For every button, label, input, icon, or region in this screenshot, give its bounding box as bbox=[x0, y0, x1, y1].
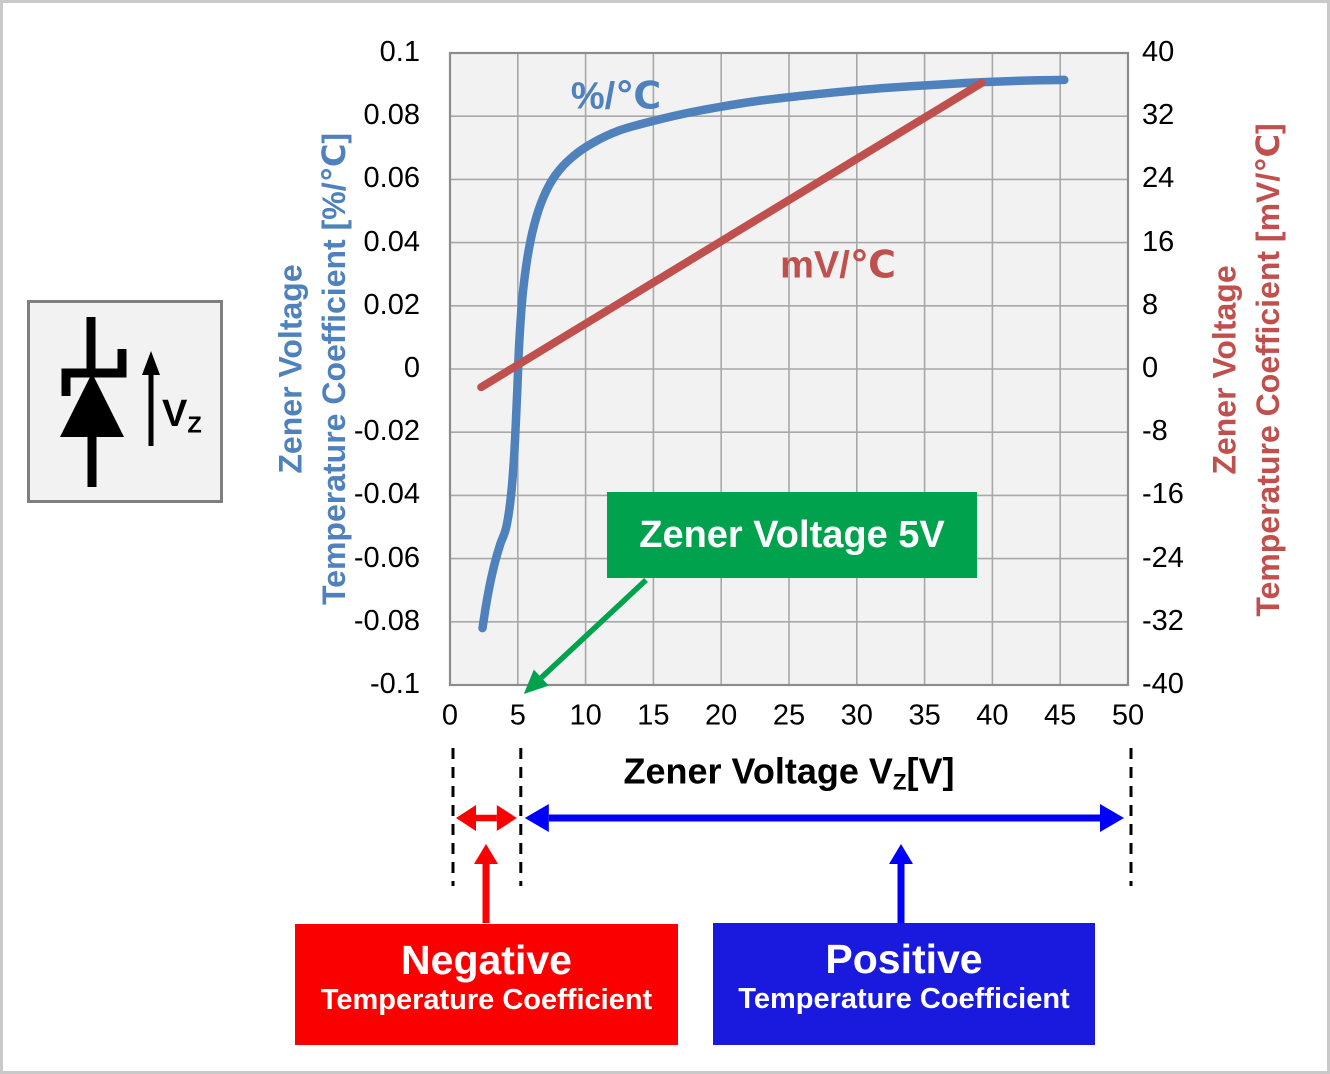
left-axis-title-line1: Zener Voltage bbox=[272, 264, 309, 474]
x-tick-label: 45 bbox=[1044, 699, 1077, 732]
arrow-shaft bbox=[539, 577, 648, 680]
vz-label-sub: Z bbox=[187, 411, 202, 438]
y-right-tick-label: 0 bbox=[1142, 351, 1159, 384]
arrow-head bbox=[1100, 804, 1124, 832]
vz-label-main: V bbox=[162, 393, 188, 435]
x-tick-label: 0 bbox=[441, 699, 459, 732]
y-left-tick-label: -0.08 bbox=[353, 604, 420, 637]
plot-border bbox=[448, 51, 1130, 687]
vz-arrow-head bbox=[142, 351, 160, 375]
x-axis-title-post: [V] bbox=[906, 750, 955, 792]
positive-coefficient-subtitle: Temperature Coefficient bbox=[738, 982, 1070, 1015]
y-left-tick-label: 0.04 bbox=[363, 225, 420, 258]
y-left-tick-label: 0.1 bbox=[379, 35, 420, 68]
x-axis-title-sub: Z bbox=[892, 769, 907, 795]
y-left-tick-label: 0 bbox=[403, 351, 420, 384]
x-tick-label: 30 bbox=[840, 699, 873, 732]
arrow-head bbox=[524, 804, 549, 832]
y-left-tick-label: 0.08 bbox=[363, 99, 420, 132]
zener-diode-icon bbox=[60, 317, 160, 487]
negative-coefficient-title: Negative bbox=[401, 937, 572, 983]
x-tick-label: 50 bbox=[1111, 699, 1145, 732]
y-left-tick-label: 0.02 bbox=[363, 288, 420, 321]
right-axis-title-line2: Temperature Coefficient [mV/℃] bbox=[1250, 123, 1286, 617]
y-left-tick-label: -0.02 bbox=[353, 415, 420, 448]
x-tick-label: 20 bbox=[705, 699, 738, 732]
positive-coefficient-title: Positive bbox=[825, 936, 983, 982]
negative-coefficient-subtitle: Temperature Coefficient bbox=[320, 983, 653, 1016]
zener-voltage-callout-label: Zener Voltage 5V bbox=[639, 513, 945, 556]
arrow-head bbox=[456, 805, 476, 831]
y-right-tick-label: -32 bbox=[1142, 604, 1184, 637]
x-tick-label: 25 bbox=[772, 699, 806, 732]
x-axis-title-pre: Zener Voltage V bbox=[623, 750, 893, 792]
blue-curve-label: %/℃ bbox=[570, 75, 662, 118]
arrow-head bbox=[496, 805, 517, 831]
y-right-tick-label: 16 bbox=[1142, 225, 1175, 258]
x-tick-label: 10 bbox=[569, 699, 602, 732]
y-right-tick-label: 40 bbox=[1142, 35, 1175, 68]
y-right-tick-label: -8 bbox=[1142, 415, 1168, 448]
diode-cathode-bar bbox=[61, 349, 127, 396]
x-axis-title: Zener Voltage VZ[V] bbox=[623, 750, 954, 795]
diode-triangle bbox=[60, 373, 124, 437]
y-left-tick-label: -0.1 bbox=[370, 667, 420, 700]
positive-coefficient-box: Positive Temperature Coefficient bbox=[713, 923, 1095, 1045]
x-tick-label: 15 bbox=[637, 699, 670, 732]
vz-label: VZ bbox=[162, 393, 202, 439]
red-curve-label: mV/℃ bbox=[780, 244, 896, 287]
negative-coefficient-box: Negative Temperature Coefficient bbox=[295, 924, 678, 1045]
series-line-right bbox=[477, 79, 986, 392]
y-right-tick-label: -16 bbox=[1142, 478, 1184, 511]
y-right-tick-label: -24 bbox=[1142, 541, 1184, 574]
y-left-tick-label: -0.04 bbox=[353, 478, 420, 511]
zener-voltage-callout: Zener Voltage 5V bbox=[607, 492, 977, 578]
right-axis-title-line1: Zener Voltage bbox=[1206, 265, 1243, 475]
arrow-head bbox=[474, 844, 498, 864]
series-curve-left bbox=[478, 75, 1069, 633]
x-tick-label: 35 bbox=[908, 699, 941, 732]
y-right-tick-label: 32 bbox=[1142, 99, 1175, 132]
y-right-tick-label: -40 bbox=[1142, 667, 1184, 700]
arrow-head bbox=[523, 669, 549, 694]
y-right-tick-label: 8 bbox=[1142, 288, 1159, 321]
y-left-tick-label: -0.06 bbox=[353, 541, 420, 574]
x-tick-label: 40 bbox=[976, 699, 1009, 732]
x-tick-label: 5 bbox=[509, 699, 526, 732]
y-left-tick-label: 0.06 bbox=[363, 162, 420, 195]
y-right-tick-label: 24 bbox=[1142, 162, 1175, 195]
arrow-head bbox=[889, 844, 913, 864]
zener-diode-panel: VZ bbox=[27, 300, 223, 503]
